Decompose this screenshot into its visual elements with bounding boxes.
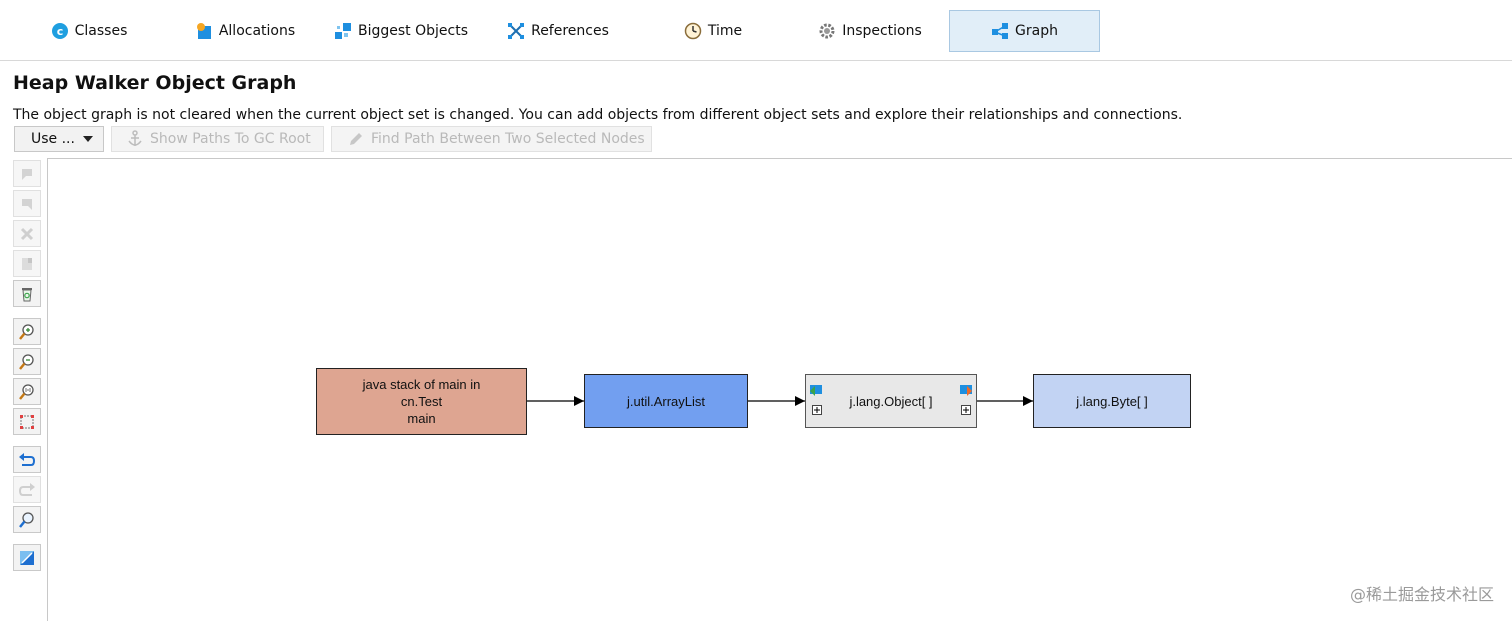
expand-incoming-button[interactable] [13, 160, 41, 187]
tab-graph[interactable]: Graph [949, 10, 1100, 52]
page-title: Heap Walker Object Graph [13, 72, 297, 94]
show-paths-to-gc-root-button[interactable]: Show Paths To GC Root [111, 126, 324, 152]
node-label: j.util.ArrayList [626, 393, 706, 409]
search-button[interactable] [13, 506, 41, 533]
zoom-in-icon [19, 323, 34, 340]
tab-label: Biggest Objects [357, 23, 468, 39]
graph-node-arraylist[interactable]: j.util.ArrayList [584, 374, 748, 428]
fit-content-icon [20, 414, 34, 429]
show-paths-label: Show Paths To GC Root [150, 131, 311, 147]
node-label: j.lang.Byte[ ] [1076, 393, 1148, 409]
svg-text:c: c [56, 25, 63, 38]
outgoing-references-icon[interactable] [959, 384, 973, 398]
tab-references[interactable]: References [500, 10, 616, 52]
graph-side-toolbar [13, 158, 43, 621]
tab-allocations[interactable]: Allocations [186, 10, 304, 52]
remove-unselected-icon [22, 257, 32, 270]
zoom-out-button[interactable] [13, 348, 41, 375]
zoom-in-button[interactable] [13, 318, 41, 345]
remove-selected-button[interactable] [13, 220, 41, 247]
gear-icon [819, 23, 835, 39]
page-description: The object graph is not cleared when the… [13, 107, 1183, 123]
export-image-icon [20, 550, 34, 565]
remove-unselected-button[interactable] [13, 250, 41, 277]
expand-outgoing-button[interactable] [13, 190, 41, 217]
undo-button[interactable] [13, 446, 41, 473]
watermark: @稀土掘金技术社区 [1349, 585, 1494, 604]
tab-label: Inspections [842, 23, 922, 39]
expand-incoming-icon [22, 168, 32, 180]
graph-node-java-stack[interactable]: java stack of main in cn.Test main [316, 368, 527, 435]
expand-incoming-plus-icon[interactable] [812, 405, 822, 415]
find-path-label: Find Path Between Two Selected Nodes [371, 131, 645, 147]
fit-content-button[interactable] [13, 408, 41, 435]
chevron-down-icon [82, 136, 93, 142]
expand-outgoing-plus-icon[interactable] [961, 405, 971, 415]
references-icon [508, 23, 525, 39]
node-label-line: cn.Test [400, 394, 443, 409]
zoom-out-icon [19, 353, 34, 370]
export-image-button[interactable] [13, 544, 41, 571]
node-label: j.lang.Object[ ] [849, 393, 933, 409]
clock-icon [684, 22, 702, 40]
tab-label: Allocations [218, 23, 296, 39]
use-dropdown-button[interactable]: Use ... [14, 126, 104, 152]
clear-graph-button[interactable] [13, 280, 41, 307]
use-label: Use ... [31, 131, 75, 147]
tab-inspections[interactable]: Inspections [810, 10, 930, 52]
anchor-icon [128, 130, 142, 146]
graph-node-byte-array[interactable]: j.lang.Byte[ ] [1033, 374, 1191, 428]
close-icon [20, 227, 34, 240]
redo-button[interactable] [13, 476, 41, 503]
tab-label: Classes [74, 23, 128, 39]
tab-label: Time [707, 23, 743, 39]
pencil-icon [350, 133, 362, 145]
allocations-icon [196, 23, 211, 39]
node-label-line: main [407, 411, 436, 426]
biggest-objects-icon [334, 23, 351, 39]
find-path-between-nodes-button[interactable]: Find Path Between Two Selected Nodes [331, 126, 652, 152]
tab-classes[interactable]: c Classes [45, 10, 133, 52]
expand-outgoing-icon [22, 198, 32, 210]
graph-node-object-array[interactable]: j.lang.Object[ ] [805, 374, 977, 428]
tab-label: Graph [1015, 23, 1058, 39]
graph-canvas[interactable]: java stack of main in cn.Test main j.uti… [47, 158, 1512, 621]
redo-icon [18, 482, 35, 496]
trash-icon [22, 287, 32, 301]
node-label-line: java stack of main in [362, 377, 481, 392]
tab-time[interactable]: Time [676, 10, 750, 52]
tab-label: References [531, 23, 609, 39]
search-icon [19, 511, 34, 528]
view-tab-bar: c Classes Allocations Biggest Objects Re… [0, 0, 1512, 61]
undo-icon [19, 452, 36, 466]
zoom-100-button[interactable] [13, 378, 41, 405]
incoming-references-icon[interactable] [809, 384, 823, 398]
graph-edges [526, 396, 1033, 406]
zoom-actual-size-icon [19, 383, 34, 400]
graph-icon [992, 23, 1009, 39]
classes-icon: c [51, 23, 68, 39]
tab-biggest-objects[interactable]: Biggest Objects [327, 10, 475, 52]
